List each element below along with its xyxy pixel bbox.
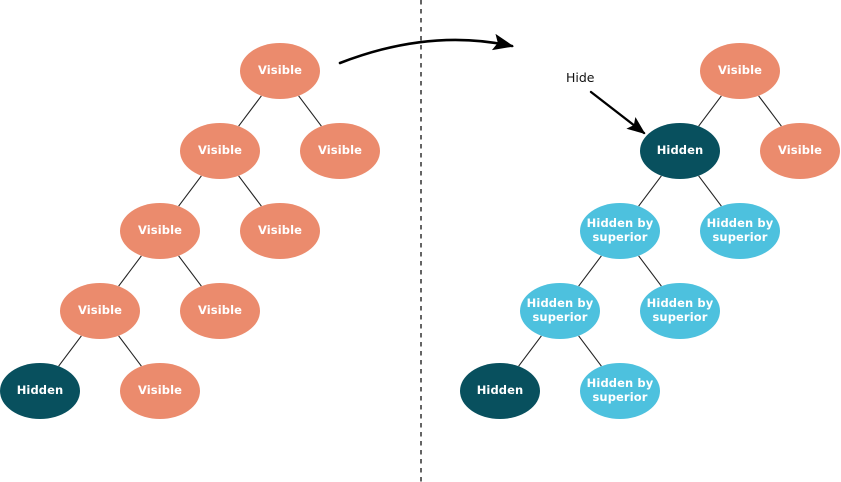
tree-edge (638, 255, 662, 287)
tree-node-label: Hidden by superior (586, 216, 654, 244)
tree-node-hidden-by-superior[interactable]: Hidden by superior (700, 203, 780, 259)
tree-node-label: Visible (137, 383, 183, 398)
tree-node-visible[interactable]: Visible (240, 43, 320, 99)
tree-node-label: Visible (197, 143, 243, 158)
tree-node-hidden-by-superior[interactable]: Hidden by superior (640, 283, 720, 339)
tree-node-visible[interactable]: Visible (120, 363, 200, 419)
tree-node-label: Hidden by superior (706, 216, 774, 244)
tree-node-visible[interactable]: Visible (120, 203, 200, 259)
tree-node-label: Visible (717, 63, 763, 78)
tree-node-label: Visible (257, 223, 303, 238)
tree-edge (638, 175, 662, 207)
transition-arrow-icon (338, 33, 515, 65)
tree-node-visible[interactable]: Visible (700, 43, 780, 99)
tree-edge (698, 175, 722, 207)
tree-edge (578, 255, 602, 287)
tree-node-label: Hidden (656, 143, 704, 158)
tree-node-label: Visible (257, 63, 303, 78)
tree-edge (578, 335, 602, 367)
tree-edge (178, 175, 202, 207)
tree-edge (518, 335, 542, 367)
hide-arrow-icon (589, 90, 646, 135)
tree-node-hidden-by-superior[interactable]: Hidden by superior (520, 283, 600, 339)
tree-node-hidden[interactable]: Hidden (640, 123, 720, 179)
tree-node-label: Hidden (476, 383, 524, 398)
tree-node-label: Hidden by superior (526, 296, 594, 324)
tree-edge (118, 335, 142, 367)
tree-node-label: Visible (197, 303, 243, 318)
tree-node-visible[interactable]: Visible (180, 283, 260, 339)
tree-edge (758, 95, 782, 127)
tree-edge (58, 335, 82, 367)
tree-node-visible[interactable]: Visible (240, 203, 320, 259)
tree-node-hidden[interactable]: Hidden (460, 363, 540, 419)
tree-edge (238, 175, 262, 207)
tree-node-visible[interactable]: Visible (60, 283, 140, 339)
tree-edge (238, 95, 262, 127)
tree-node-hidden-by-superior[interactable]: Hidden by superior (580, 363, 660, 419)
tree-node-label: Hidden by superior (586, 376, 654, 404)
tree-node-hidden[interactable]: Hidden (0, 363, 80, 419)
tree-node-hidden-by-superior[interactable]: Hidden by superior (580, 203, 660, 259)
tree-node-label: Visible (317, 143, 363, 158)
tree-edge (698, 95, 722, 127)
tree-node-label: Visible (137, 223, 183, 238)
tree-node-visible[interactable]: Visible (300, 123, 380, 179)
tree-node-label: Visible (777, 143, 823, 158)
tree-node-label: Hidden by superior (646, 296, 714, 324)
tree-node-label: Hidden (16, 383, 64, 398)
tree-edge (178, 255, 202, 287)
tree-node-visible[interactable]: Visible (180, 123, 260, 179)
tree-edge (298, 95, 322, 127)
tree-node-visible[interactable]: Visible (760, 123, 840, 179)
tree-edge (118, 255, 142, 287)
tree-node-label: Visible (77, 303, 123, 318)
hide-annotation-label: Hide (566, 70, 595, 85)
